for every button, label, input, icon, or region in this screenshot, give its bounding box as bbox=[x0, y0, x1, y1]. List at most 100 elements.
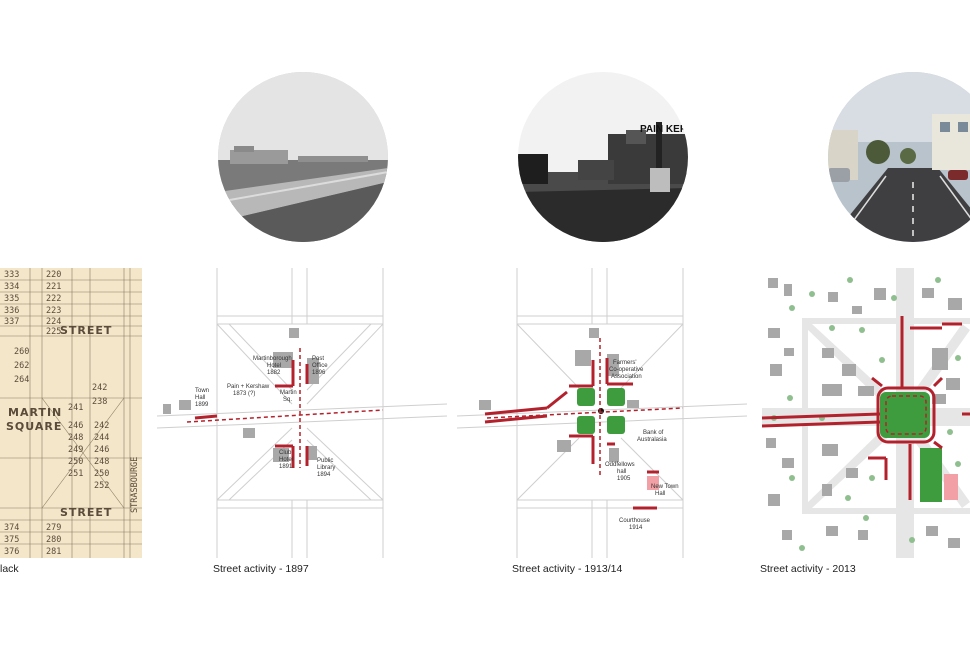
martin-square-label: MARTIN bbox=[8, 406, 62, 419]
lot-number: 374 bbox=[4, 523, 19, 533]
street-activity bbox=[484, 358, 659, 510]
lot-number: 334 bbox=[4, 282, 19, 292]
roads bbox=[457, 268, 747, 558]
panel-cadastral: 333 334 335 336 337 220 221 222 223 224 … bbox=[0, 0, 145, 645]
lot-number: 222 bbox=[46, 294, 61, 304]
martin-square-park bbox=[880, 392, 930, 438]
label-oddfellows: 1905 bbox=[617, 476, 631, 482]
street-label-top: STREET bbox=[60, 324, 112, 337]
photo-1913-image: PAIN KER bbox=[518, 72, 688, 242]
street-activity bbox=[762, 316, 970, 500]
map-labels-1897: Martinborough Hotel 1882 Post Office 189… bbox=[195, 356, 335, 478]
label-oddfellows: hall bbox=[617, 469, 626, 475]
label-post-office: Post bbox=[312, 356, 324, 362]
lot-number: 262 bbox=[14, 361, 29, 371]
label-farmers: Association bbox=[611, 374, 642, 380]
lot-number: 280 bbox=[46, 535, 61, 545]
cadastral-mid-left: 260 262 264 bbox=[14, 347, 29, 385]
lot-number: 238 bbox=[92, 397, 107, 407]
activity-dashes bbox=[486, 338, 684, 478]
lot-number: 333 bbox=[4, 270, 19, 280]
lot-number: 279 bbox=[46, 523, 61, 533]
cadastral-lower-a: 374 375 376 bbox=[4, 523, 19, 557]
lot-number: 375 bbox=[4, 535, 19, 545]
label-town-hall: Town bbox=[195, 388, 209, 394]
label-post-office: Office bbox=[312, 363, 328, 369]
label-post-office: 1896 bbox=[312, 370, 326, 376]
contemporary-photo-2013 bbox=[828, 72, 970, 242]
label-oddfellows: Oddfellows bbox=[605, 462, 635, 468]
buildings bbox=[163, 328, 319, 462]
cadastral-map: 333 334 335 336 337 220 221 222 223 224 … bbox=[0, 268, 142, 558]
label-new-town-hall: New Town bbox=[651, 484, 679, 490]
label-town-hall: Hall bbox=[195, 395, 205, 401]
cadastral-lower-b: 279 280 281 bbox=[46, 523, 61, 557]
label-club-hotel: 1891 bbox=[279, 464, 293, 470]
label-pain-kershaw: 1873 (?) bbox=[233, 391, 255, 397]
label-town-hall: 1899 bbox=[195, 402, 209, 408]
lot-number: 242 bbox=[94, 421, 109, 431]
green-squares bbox=[577, 388, 625, 434]
caption-panel-2: Street activity - 1913/14 bbox=[512, 563, 623, 575]
caption-panel-0: lack bbox=[0, 563, 19, 575]
lot-number: 225 bbox=[46, 327, 61, 337]
buildings bbox=[479, 328, 639, 462]
street-activity-map-1897: Martinborough Hotel 1882 Post Office 189… bbox=[157, 268, 447, 558]
roads bbox=[157, 268, 447, 558]
lot-number: 250 bbox=[68, 457, 83, 467]
activity-dashes bbox=[186, 348, 384, 468]
historic-photo-1913: PAIN KER bbox=[518, 72, 688, 242]
activity-dashes bbox=[885, 395, 927, 435]
label-martinborough-hotel: Hotel bbox=[267, 363, 281, 369]
lot-number: 260 bbox=[14, 347, 29, 357]
label-martin-sq: Sq. bbox=[283, 397, 292, 403]
martin-square-label: SQUARE bbox=[6, 420, 62, 433]
lot-number: 244 bbox=[94, 433, 109, 443]
label-club-hotel: Club bbox=[279, 450, 292, 456]
lot-number: 242 bbox=[92, 383, 107, 393]
cadastral-col-b: 220 221 222 223 224 225 bbox=[46, 270, 61, 337]
photo-1897-image bbox=[218, 72, 388, 242]
cadastral-col-a: 333 334 335 336 337 bbox=[4, 270, 19, 327]
lot-number: 221 bbox=[46, 282, 61, 292]
label-bank: Bank of bbox=[643, 430, 664, 436]
lot-number: 335 bbox=[4, 294, 19, 304]
lot-number: 248 bbox=[94, 457, 109, 467]
town-hall-footprint bbox=[944, 474, 958, 500]
lot-number: 246 bbox=[94, 445, 109, 455]
lot-number: 337 bbox=[4, 317, 19, 327]
label-courthouse: Courthouse bbox=[619, 518, 651, 524]
lot-number: 264 bbox=[14, 375, 29, 385]
street-activity-map-1913: Farmers' Co-operative Association Bank o… bbox=[457, 268, 747, 558]
lot-number: 248 bbox=[68, 433, 83, 443]
photo-sign-text: PAIN KER bbox=[640, 124, 688, 135]
photo-2013-image bbox=[828, 72, 970, 242]
new-town-hall-footprint bbox=[647, 476, 659, 490]
lot-number: 224 bbox=[46, 317, 61, 327]
lot-number: 252 bbox=[94, 481, 109, 491]
lot-number: 246 bbox=[68, 421, 83, 431]
label-club-hotel: Hotel bbox=[279, 457, 293, 463]
map-labels-1913: Farmers' Co-operative Association Bank o… bbox=[605, 360, 679, 531]
street-label-vertical: STRASBOURGE bbox=[130, 457, 140, 513]
cadastral-low-right: 242 244 246 248 250 252 bbox=[94, 421, 109, 491]
buildings bbox=[766, 278, 962, 548]
lot-number: 376 bbox=[4, 547, 19, 557]
lot-number: 281 bbox=[46, 547, 61, 557]
monument-marker bbox=[598, 408, 604, 414]
historic-photo-1897 bbox=[218, 72, 388, 242]
label-public-library: Public bbox=[317, 458, 333, 464]
lot-number: 223 bbox=[46, 306, 61, 316]
cadastral-mid-right: 242 238 241 bbox=[68, 383, 107, 413]
label-pain-kershaw: Pain + Kershaw bbox=[227, 384, 270, 390]
label-martin-sq: Martin bbox=[280, 390, 297, 396]
caption-panel-1: Street activity - 1897 bbox=[213, 563, 309, 575]
street-activity-map-2013 bbox=[762, 268, 970, 558]
lot-number: 336 bbox=[4, 306, 19, 316]
label-martinborough-hotel: 1882 bbox=[267, 370, 281, 376]
caption-panel-3: Street activity - 2013 bbox=[760, 563, 856, 575]
label-farmers: Co-operative bbox=[609, 367, 644, 373]
label-courthouse: 1914 bbox=[629, 525, 643, 531]
label-new-town-hall: Hall bbox=[655, 491, 665, 497]
cadastral-col-c: 246 248 249 250 251 bbox=[68, 421, 83, 479]
